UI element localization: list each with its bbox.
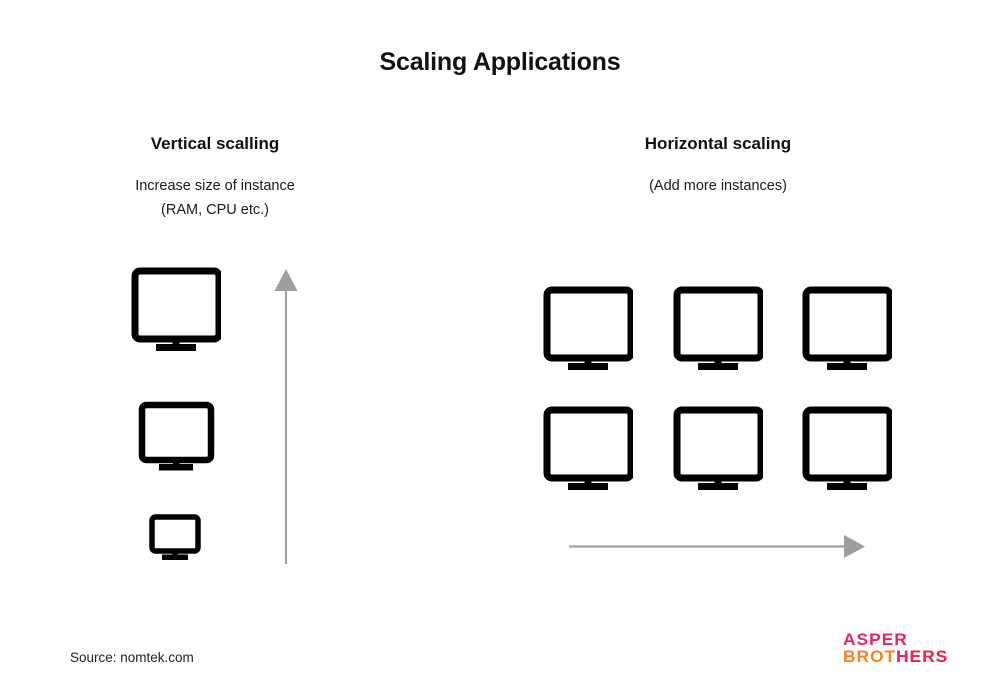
page-title: Scaling Applications	[379, 48, 621, 76]
monitor-icon-grid-r1c3	[800, 284, 892, 372]
vertical-scaling-heading: Vertical scalling	[150, 134, 280, 153]
monitor-icon-vertical-large	[129, 265, 221, 353]
vertical-subtitle-line-2: (RAM, CPU etc.)	[161, 202, 269, 218]
source-label: Source: nomtek.com	[70, 650, 194, 665]
monitor-icon-vertical-medium	[137, 400, 215, 474]
logo-line-brothers: BROTHERS	[843, 647, 949, 666]
monitor-icon-grid-r1c1	[541, 284, 633, 372]
monitor-icon-grid-r2c2	[671, 404, 763, 492]
monitor-icon-grid-r2c3	[800, 404, 892, 492]
logo-line-asper: ASPER	[843, 630, 908, 649]
vertical-scaling-subtitle: Increase size of instance (RAM, CPU etc.…	[75, 174, 355, 222]
horizontal-subtitle-line-1: (Add more instances)	[649, 178, 787, 194]
monitor-icon-vertical-small	[148, 513, 203, 565]
monitor-icon-grid-r2c1	[541, 404, 633, 492]
monitor-icon-grid-r1c2	[671, 284, 763, 372]
arrow-right-icon	[565, 532, 869, 567]
asper-brothers-logo: ASPER BROTHERS HERS	[841, 630, 961, 672]
horizontal-scaling-heading: Horizontal scaling	[644, 134, 792, 153]
arrow-up-icon	[270, 265, 304, 572]
vertical-subtitle-line-1: Increase size of instance	[135, 178, 295, 194]
horizontal-scaling-subtitle: (Add more instances)	[578, 174, 858, 198]
logo-line-brothers-overlay: HERS	[896, 647, 949, 666]
